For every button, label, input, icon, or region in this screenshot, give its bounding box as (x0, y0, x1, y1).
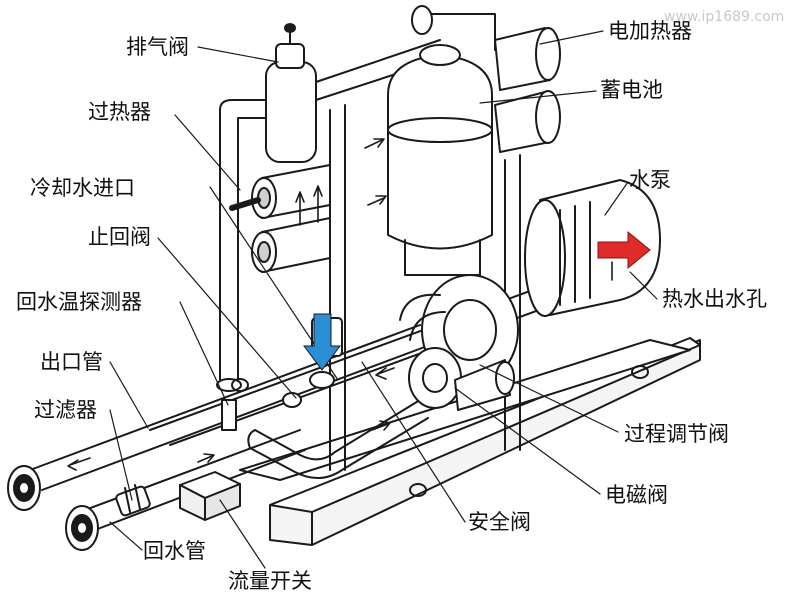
hot-water-outlet-arrow (597, 230, 651, 270)
label-accumulator: 蓄电池 (600, 78, 663, 102)
label-cooling-water-inlet: 冷却水进口 (30, 176, 135, 200)
label-safety-valve: 安全阀 (468, 510, 531, 534)
label-process-control-valve: 过程调节阀 (624, 422, 729, 446)
outlet-pipe (7, 324, 431, 511)
flow-switch-box (179, 471, 241, 521)
label-return-temp-sensor: 回水温探测器 (16, 290, 142, 314)
label-check-valve: 止回阀 (88, 225, 151, 249)
frame-brackets (231, 365, 649, 497)
exhaust-valve-assembly (265, 23, 317, 163)
watermark: www.ip1689.com (664, 9, 785, 25)
top-pipes (315, 5, 496, 101)
accumulator-tank (387, 44, 493, 276)
label-outlet-pipe: 出口管 (40, 350, 103, 374)
loop-pipe (247, 399, 429, 479)
label-pump: 水泵 (629, 168, 671, 192)
label-return-pipe: 回水管 (143, 539, 206, 563)
electric-heater-units (494, 27, 561, 153)
base-frame (149, 279, 701, 546)
label-flow-switch: 流量开关 (228, 569, 312, 593)
superheater-tubes (229, 164, 331, 273)
cooling-water-arrow (303, 313, 341, 371)
label-superheater: 过热器 (88, 100, 151, 124)
label-hot-water-outlet: 热水出水孔 (662, 287, 767, 311)
label-electric-heater: 电加热器 (608, 19, 692, 43)
label-filter: 过滤器 (34, 398, 97, 422)
label-solenoid-valve: 电磁阀 (605, 483, 668, 507)
left-riser-pipes (216, 99, 269, 392)
label-exhaust-valve: 排气阀 (126, 35, 189, 59)
flow-arrows (67, 138, 613, 471)
